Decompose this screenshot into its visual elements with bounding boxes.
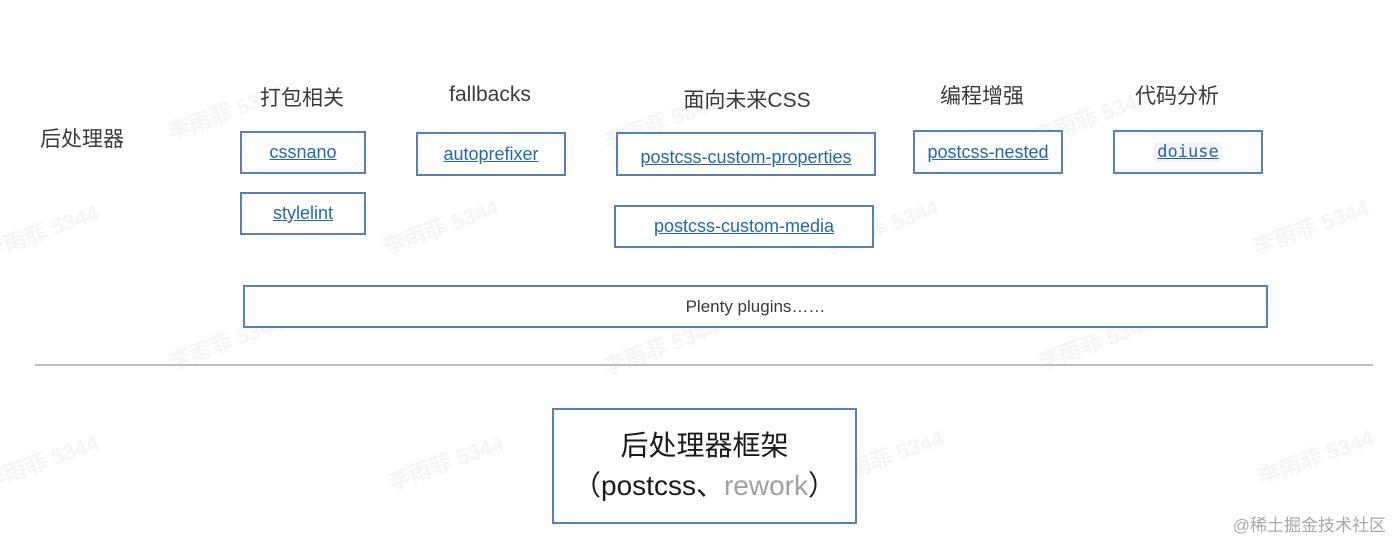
plugin-box-cssnano: cssnano bbox=[240, 131, 366, 174]
plugin-box-nested: postcss-nested bbox=[913, 130, 1063, 174]
layer-divider bbox=[35, 364, 1373, 366]
credit-watermark: @稀土掘金技术社区 bbox=[1232, 516, 1386, 535]
category-title-bundling: 打包相关 bbox=[260, 87, 344, 110]
postcss-nested-link[interactable]: postcss-nested bbox=[927, 141, 1049, 162]
watermark: 李雨菲 5344 bbox=[0, 429, 103, 495]
plenty-plugins-label: Plenty plugins…… bbox=[685, 296, 826, 316]
watermark: 李雨菲 5344 bbox=[1249, 194, 1373, 260]
framework-rework: rework bbox=[723, 470, 808, 501]
plugin-box-stylelint: stylelint bbox=[240, 192, 366, 235]
close-paren: ） bbox=[807, 470, 836, 501]
framework-box: 后处理器框架 （postcss、rework） bbox=[552, 408, 857, 524]
autoprefixer-link[interactable]: autoprefixer bbox=[443, 143, 539, 164]
category-title-programming: 编程增强 bbox=[940, 85, 1024, 108]
plugin-box-doiuse: doiuse bbox=[1113, 130, 1263, 174]
stylelint-link[interactable]: stylelint bbox=[272, 203, 334, 223]
doiuse-link[interactable]: doiuse bbox=[1154, 142, 1222, 162]
framework-subtitle: （postcss、rework） bbox=[573, 466, 836, 506]
plugin-box-autoprefixer: autoprefixer bbox=[416, 132, 566, 176]
watermark: 李雨菲 5344 bbox=[379, 194, 503, 260]
postcss-custom-media-link[interactable]: postcss-custom-media bbox=[653, 216, 835, 236]
framework-title: 后处理器框架 bbox=[620, 430, 789, 461]
framework-postcss: postcss bbox=[601, 470, 696, 501]
plenty-plugins-box: Plenty plugins…… bbox=[243, 285, 1268, 328]
watermark: 李雨菲 5344 bbox=[1254, 424, 1378, 490]
watermark: 李雨菲 5344 bbox=[0, 199, 103, 265]
category-title-analysis: 代码分析 bbox=[1135, 85, 1219, 108]
separator: 、 bbox=[695, 470, 724, 501]
postprocessor-label: 后处理器 bbox=[40, 128, 124, 151]
open-paren: （ bbox=[573, 470, 602, 501]
category-title-future-css: 面向未来CSS bbox=[683, 89, 811, 112]
postcss-custom-properties-link[interactable]: postcss-custom-properties bbox=[640, 146, 852, 167]
category-title-fallbacks: fallbacks bbox=[449, 83, 531, 106]
plugin-box-custom-media: postcss-custom-media bbox=[614, 205, 874, 248]
plugin-box-custom-properties: postcss-custom-properties bbox=[616, 132, 876, 176]
cssnano-link[interactable]: cssnano bbox=[269, 142, 337, 162]
watermark: 李雨菲 5344 bbox=[384, 429, 508, 495]
